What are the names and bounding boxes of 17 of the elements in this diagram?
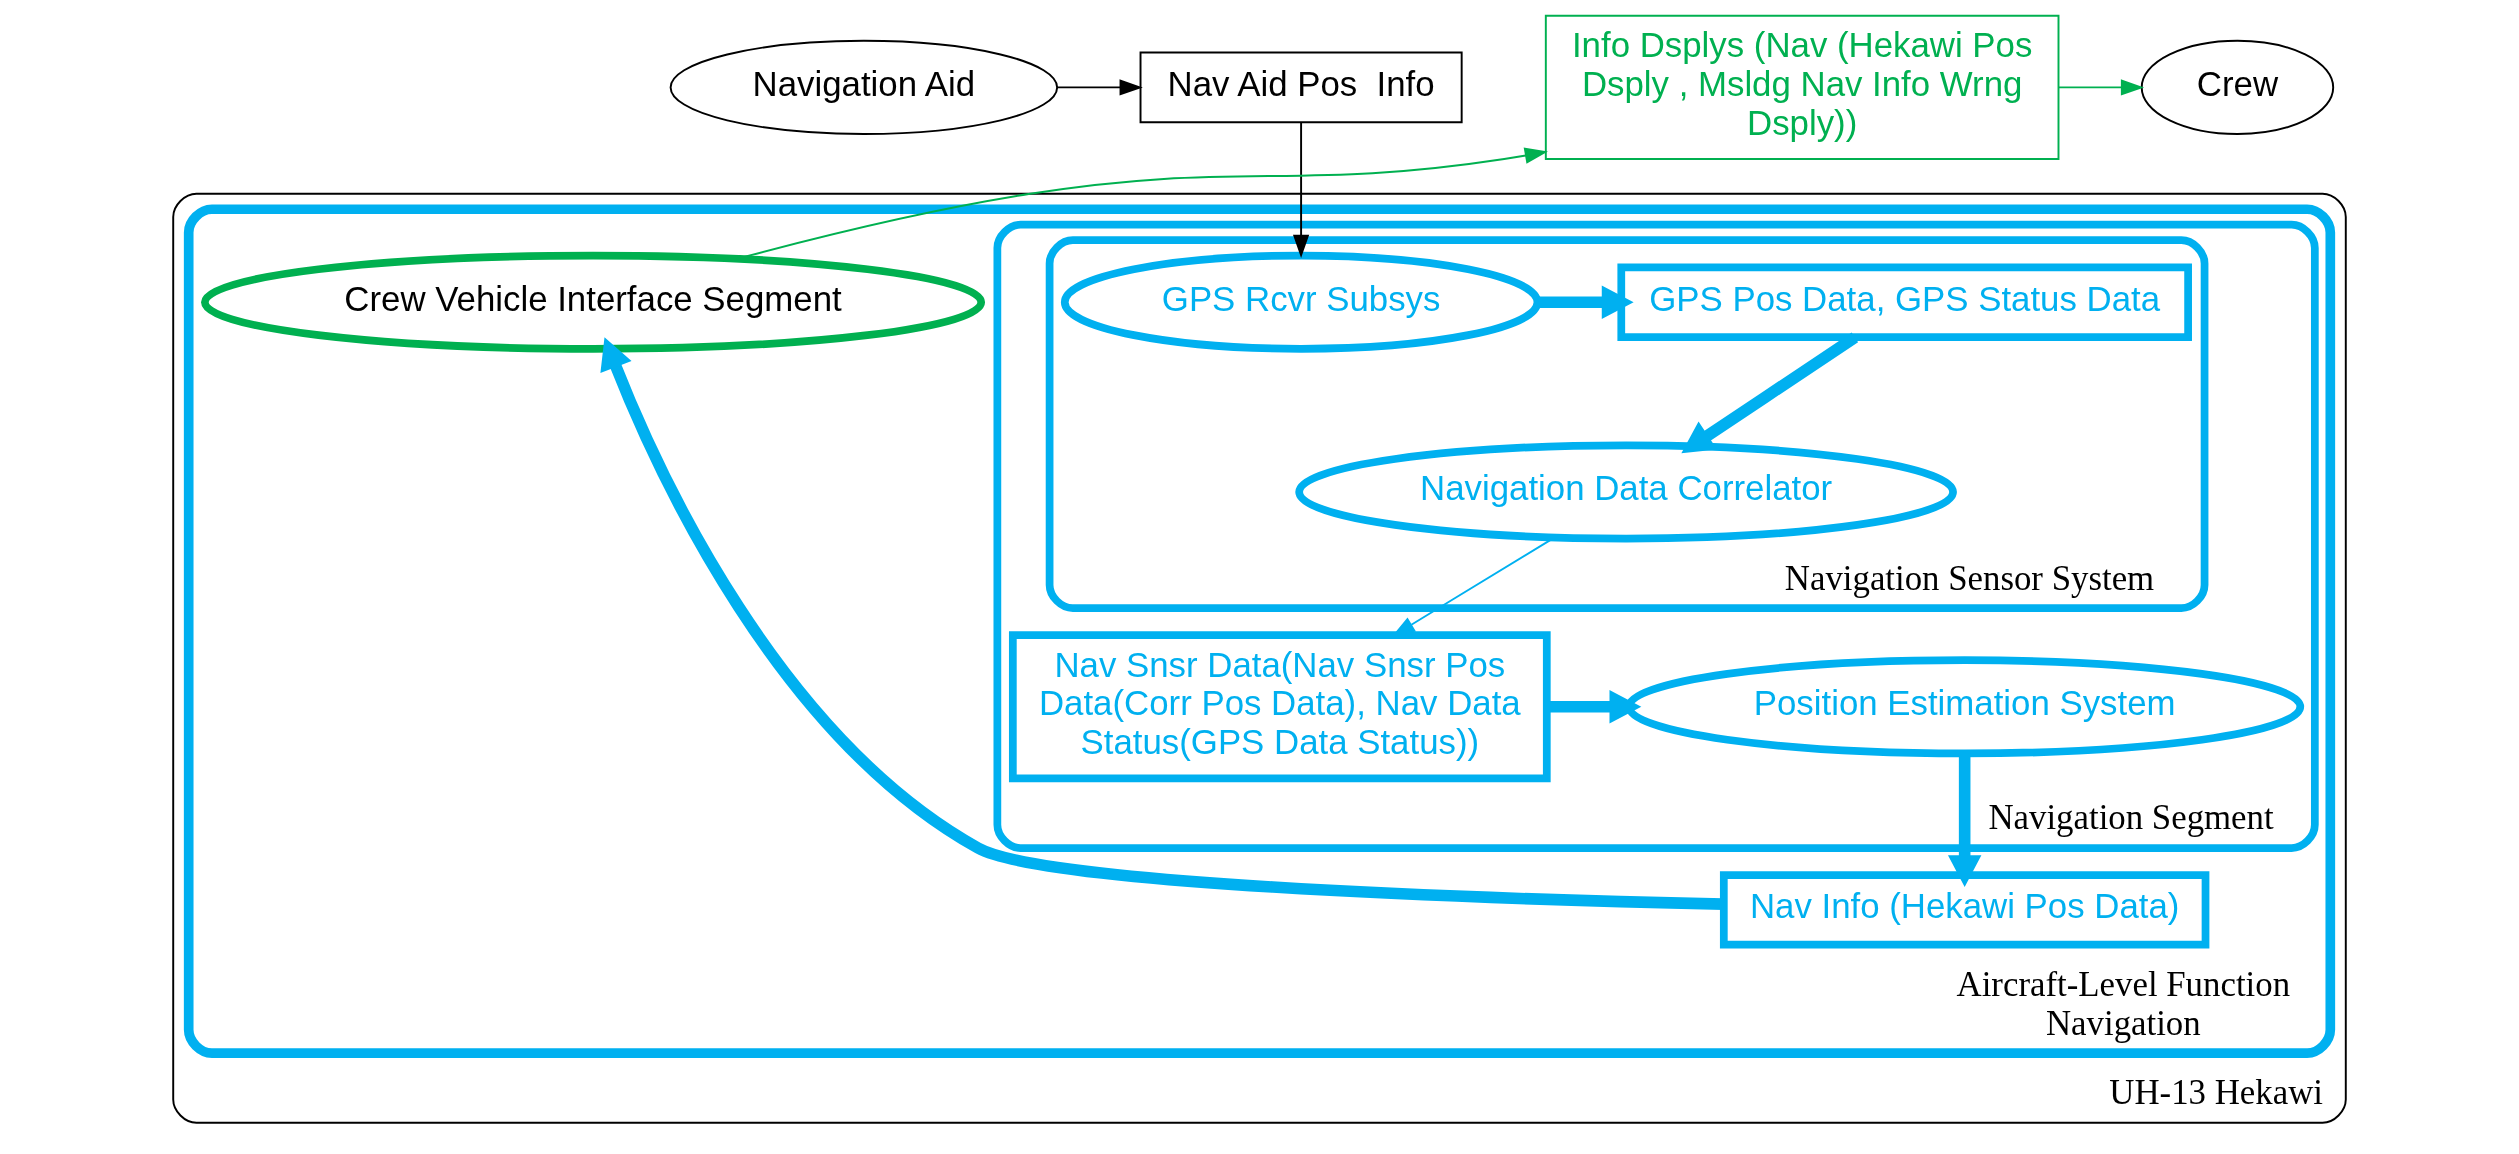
- node-box: Info Dsplys (Nav (Hekawi Pos Dsply , Msldg Nav Info Wrng Dsply)): [1544, 14, 2060, 160]
- arrow: [2057, 79, 2145, 96]
- arrow: [1547, 690, 1642, 724]
- node-ellipse: Crew Vehicle Interface Segment: [201, 251, 986, 353]
- node-box: GPS Pos Data, GPS Status Data: [1617, 263, 2192, 341]
- node-box: Nav Snsr Data(Nav Snsr Pos Data(Corr Pos Data), Nav Data Status(GPS Data Status)): [1008, 631, 1551, 783]
- node-ellipse: GPS Rcvr Subsys: [1060, 251, 1542, 353]
- arrow: [1292, 121, 1310, 258]
- arrow: [1055, 79, 1143, 96]
- node-box: Nav Info (Hekawi Pos Data): [1719, 871, 2210, 949]
- node-ellipse: Position Estimation System: [1625, 656, 2305, 758]
- arrow: [1681, 332, 1859, 454]
- node-ellipse: Crew: [2140, 39, 2335, 135]
- node-ellipse: Navigation Data Correlator: [1295, 441, 1957, 543]
- node-box: Nav Aid Pos Info: [1139, 51, 1463, 124]
- arrow: [1538, 285, 1634, 319]
- node-ellipse: Navigation Aid: [669, 39, 1059, 135]
